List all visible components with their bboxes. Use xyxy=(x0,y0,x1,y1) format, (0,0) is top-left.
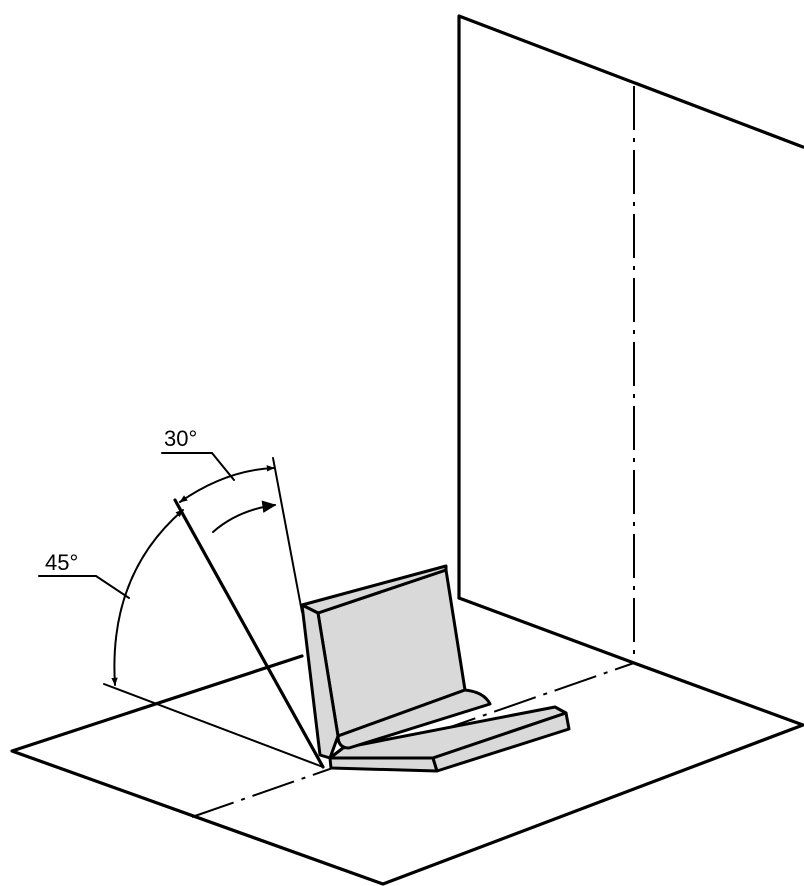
travel-direction-arrow xyxy=(212,500,277,533)
electrode-axis-line xyxy=(173,498,325,769)
floor-plane xyxy=(10,596,804,886)
fillet-weld-test-piece xyxy=(300,564,571,773)
work-angle-arc xyxy=(111,509,184,686)
base-plate-end-edge xyxy=(431,711,571,773)
vertical-reference-line xyxy=(272,457,303,613)
fillet-weld-bead xyxy=(336,688,492,750)
travel-angle-label: 30° xyxy=(164,426,197,451)
travel-angle-leader xyxy=(161,452,235,481)
work-angle-leader xyxy=(38,575,130,599)
upright-plate-side-edge xyxy=(300,603,340,760)
horizontal-reference-line xyxy=(103,683,324,768)
travel-angle-arc xyxy=(179,465,275,503)
work-angle-label: 45° xyxy=(45,550,78,575)
vertical-wall-plane xyxy=(457,14,804,600)
base-plate-front-edge xyxy=(328,756,439,773)
